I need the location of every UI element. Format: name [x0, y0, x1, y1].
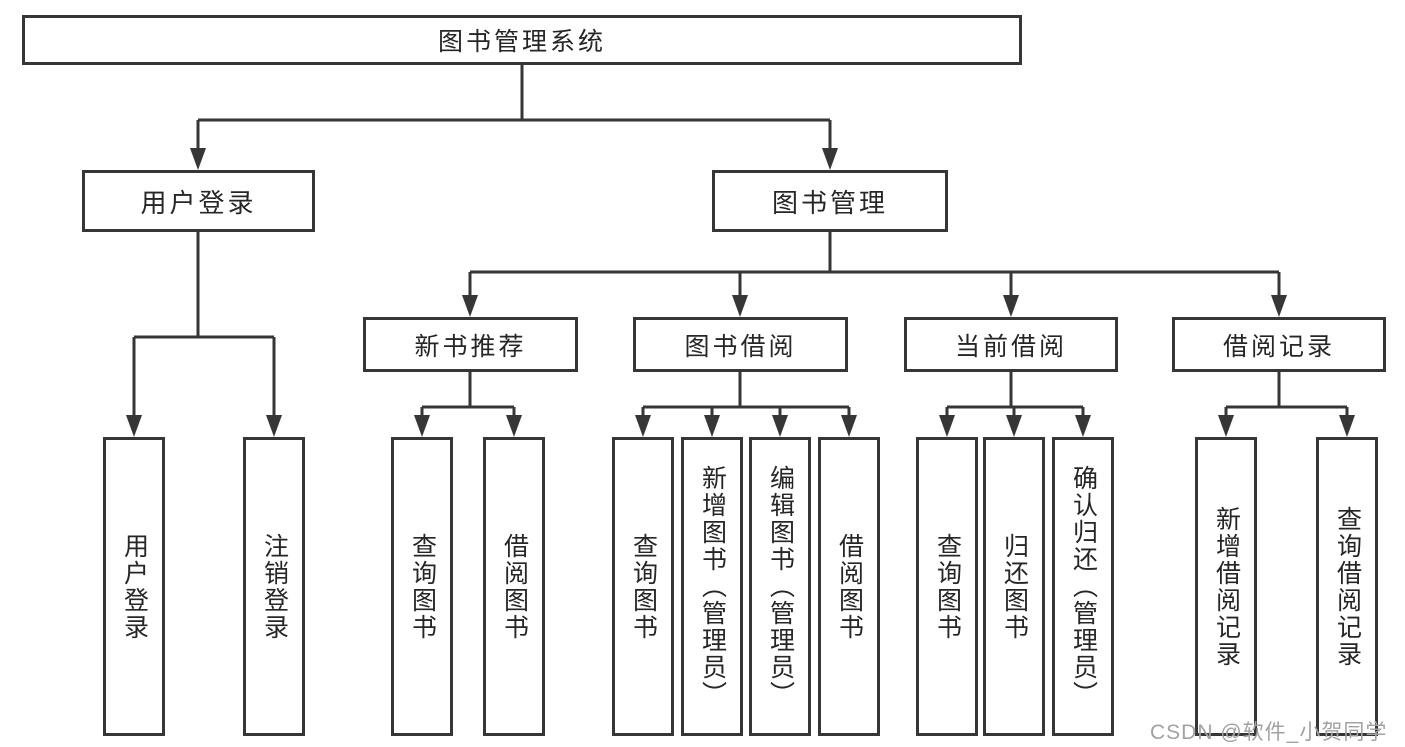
leaf-query-borrow-record: 查询借阅记录	[1316, 437, 1378, 736]
node-new-book-recommend-label: 新书推荐	[414, 332, 527, 361]
leaf-edit-books-admin-label: 编辑图书（管理员）	[766, 465, 795, 708]
leaf-return-books: 归还图书	[983, 437, 1045, 736]
node-library-system-label: 图书管理系统	[437, 28, 606, 56]
node-user-login: 用户登录	[82, 170, 315, 232]
leaf-query-books-recommend-label: 查询图书	[408, 532, 437, 641]
leaf-query-books-borrow-label: 查询图书	[629, 532, 658, 641]
leaf-add-borrow-record: 新增借阅记录	[1195, 437, 1257, 736]
node-book-borrow-label: 图书借阅	[684, 332, 797, 361]
node-current-borrow: 当前借阅	[904, 317, 1118, 372]
node-library-system: 图书管理系统	[22, 15, 1022, 65]
watermark: CSDN @软件_小贺同学	[1150, 721, 1388, 744]
leaf-query-books-borrow: 查询图书	[612, 437, 674, 736]
leaf-query-books-current: 查询图书	[916, 437, 978, 736]
node-borrow-records-label: 借阅记录	[1222, 332, 1335, 361]
node-borrow-records: 借阅记录	[1172, 317, 1386, 372]
leaf-borrow-books: 借阅图书	[818, 437, 880, 736]
node-book-management-label: 图书管理	[771, 187, 888, 218]
leaf-borrow-books-label: 借阅图书	[835, 532, 864, 641]
node-user-login-label: 用户登录	[140, 187, 257, 218]
node-book-management: 图书管理	[712, 170, 948, 232]
leaf-edit-books-admin: 编辑图书（管理员）	[749, 437, 811, 736]
leaf-borrow-books-recommend: 借阅图书	[483, 437, 545, 736]
node-new-book-recommend: 新书推荐	[363, 317, 578, 372]
leaf-add-borrow-record-label: 新增借阅记录	[1212, 505, 1241, 668]
leaf-user-login: 用户登录	[103, 437, 165, 736]
leaf-logout-label: 注销登录	[260, 532, 289, 641]
leaf-query-borrow-record-label: 查询借阅记录	[1333, 505, 1362, 668]
leaf-borrow-books-recommend-label: 借阅图书	[500, 532, 529, 641]
leaf-add-books-admin: 新增图书（管理员）	[681, 437, 743, 736]
node-current-borrow-label: 当前借阅	[954, 332, 1067, 361]
leaf-return-books-label: 归还图书	[1000, 532, 1029, 641]
leaf-logout: 注销登录	[243, 437, 305, 736]
leaf-query-books-current-label: 查询图书	[933, 532, 962, 641]
leaf-query-books-recommend: 查询图书	[391, 437, 453, 736]
leaf-confirm-return-admin: 确认归还（管理员）	[1052, 437, 1114, 736]
leaf-confirm-return-admin-label: 确认归还（管理员）	[1069, 465, 1098, 708]
leaf-add-books-admin-label: 新增图书（管理员）	[698, 465, 727, 708]
node-book-borrow: 图书借阅	[633, 317, 848, 372]
leaf-user-login-label: 用户登录	[120, 532, 149, 641]
